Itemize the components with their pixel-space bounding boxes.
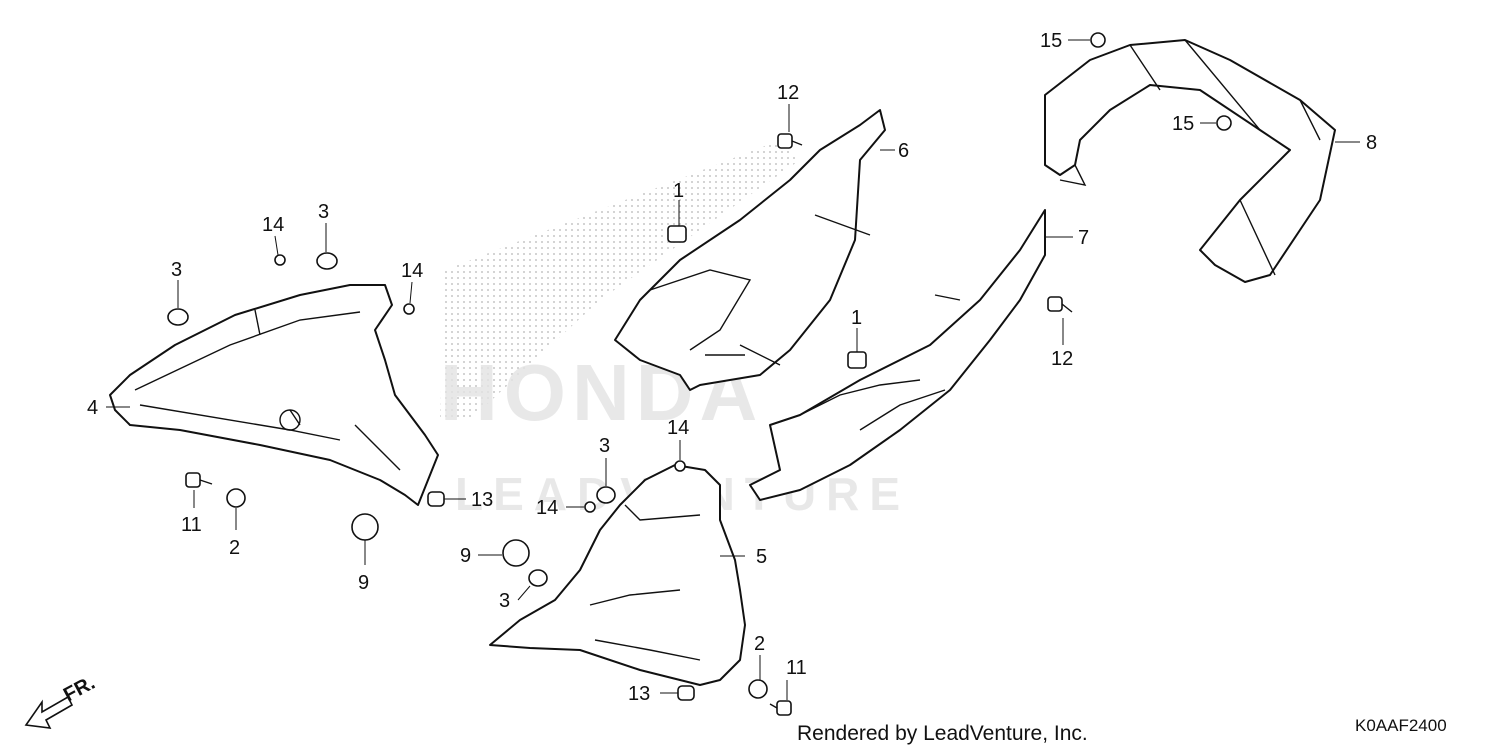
callout-14-b: 14 [401,260,423,282]
callout-3-mid: 3 [599,435,610,457]
callout-9-mid: 9 [460,545,471,567]
leader-lines [106,39,1360,700]
callout-2-left: 2 [229,537,240,559]
callout-5: 5 [756,546,767,568]
hardware [167,32,1232,716]
callout-3-lower: 3 [499,590,510,612]
screw-14-c [674,460,686,472]
callout-3-left: 3 [171,259,182,281]
plug-3-upper [316,252,338,270]
plug-3-mid [596,486,616,504]
part-6-side-cover [614,109,886,391]
part-8-rear-cowl [1044,39,1336,283]
clip-15-top [1090,32,1106,48]
grommet-9-left [351,513,379,541]
screw-14-b [403,303,415,315]
grommet-2-right [748,679,768,699]
cap-1-lower [847,351,867,369]
cap-1-upper [667,225,687,243]
callout-14-a: 14 [262,214,284,236]
grommet-2-left [226,488,246,508]
pin-13-left [427,491,445,507]
callout-11-right: 11 [786,657,807,679]
plug-3-left [167,308,189,326]
bolt-11-right [776,700,792,716]
front-arrow-icon [24,695,74,729]
callout-7: 7 [1078,227,1089,249]
bolt-11-left [185,472,201,488]
callout-15-right: 15 [1172,113,1194,135]
callout-labels: 15 15 8 12 6 1 7 12 1 14 3 3 14 4 11 2 9… [87,30,1377,705]
plug-3-lower [528,569,548,587]
callout-12-top: 12 [777,82,799,104]
front-indicator: FR. [24,672,99,729]
callout-13-lower: 13 [628,683,650,705]
callout-13-left: 13 [471,489,493,511]
screw-14-d [584,501,596,513]
grommet-9-mid [502,539,530,567]
watermark-dotted-wing [440,140,800,420]
callout-14-c: 14 [667,417,689,439]
callout-4: 4 [87,397,98,419]
bolt-12-top [777,133,793,149]
callout-12-right: 12 [1051,348,1073,370]
pin-13-lower [677,685,695,701]
part-7-side-cover [749,209,1046,501]
callout-14-d: 14 [536,497,558,519]
callout-11-left: 11 [181,514,202,536]
callout-15-top: 15 [1040,30,1062,52]
rendered-by-text: Rendered by LeadVenture, Inc. [797,722,1088,745]
callout-1-lower: 1 [851,307,862,329]
clip-15-right [1216,115,1232,131]
callout-9-left: 9 [358,572,369,594]
callout-8: 8 [1366,132,1377,154]
screw-14-a [274,254,286,266]
bolt-12-right [1047,296,1063,312]
callout-2-right: 2 [754,633,765,655]
callout-1-upper: 1 [673,180,684,202]
part-5-lower-fairing [489,464,746,686]
callout-6: 6 [898,140,909,162]
diagram-code: K0AAF2400 [1355,716,1447,735]
part-4-lower-fairing [109,284,439,506]
callout-3-upper: 3 [318,201,329,223]
